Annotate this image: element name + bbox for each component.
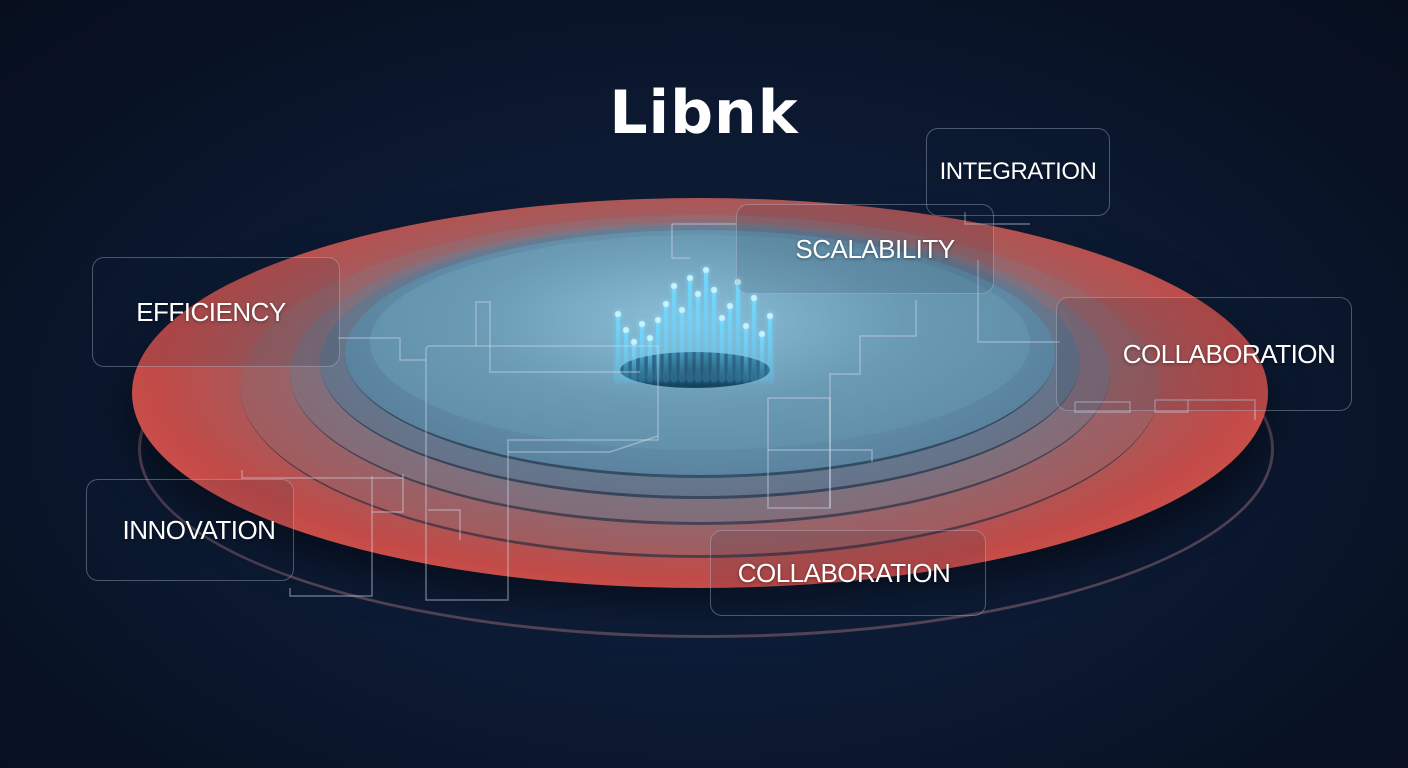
disc-top-layer	[370, 235, 1030, 450]
label-innovation: INNOVATION	[86, 479, 294, 581]
label-collaboration-right-text: COLLABORATION	[1122, 338, 1336, 369]
label-innovation-text: INNOVATION	[122, 514, 276, 545]
label-efficiency: EFFICIENCY	[92, 257, 340, 367]
label-efficiency-text: EFFICIENCY	[136, 296, 286, 327]
label-collaboration-bottom: COLLABORATION	[710, 530, 986, 616]
label-collaboration-bottom-text: COLLABORATION	[737, 557, 951, 588]
label-scalability-text: SCALABILITY	[795, 233, 955, 264]
label-scalability: SCALABILITY	[736, 204, 994, 294]
label-integration-text: INTEGRATION	[939, 158, 1097, 185]
data-bars-icon	[612, 262, 773, 382]
label-collaboration-right: COLLABORATION	[1056, 297, 1352, 411]
page-title: Libnk	[609, 78, 799, 148]
label-integration: INTEGRATION	[926, 128, 1110, 216]
